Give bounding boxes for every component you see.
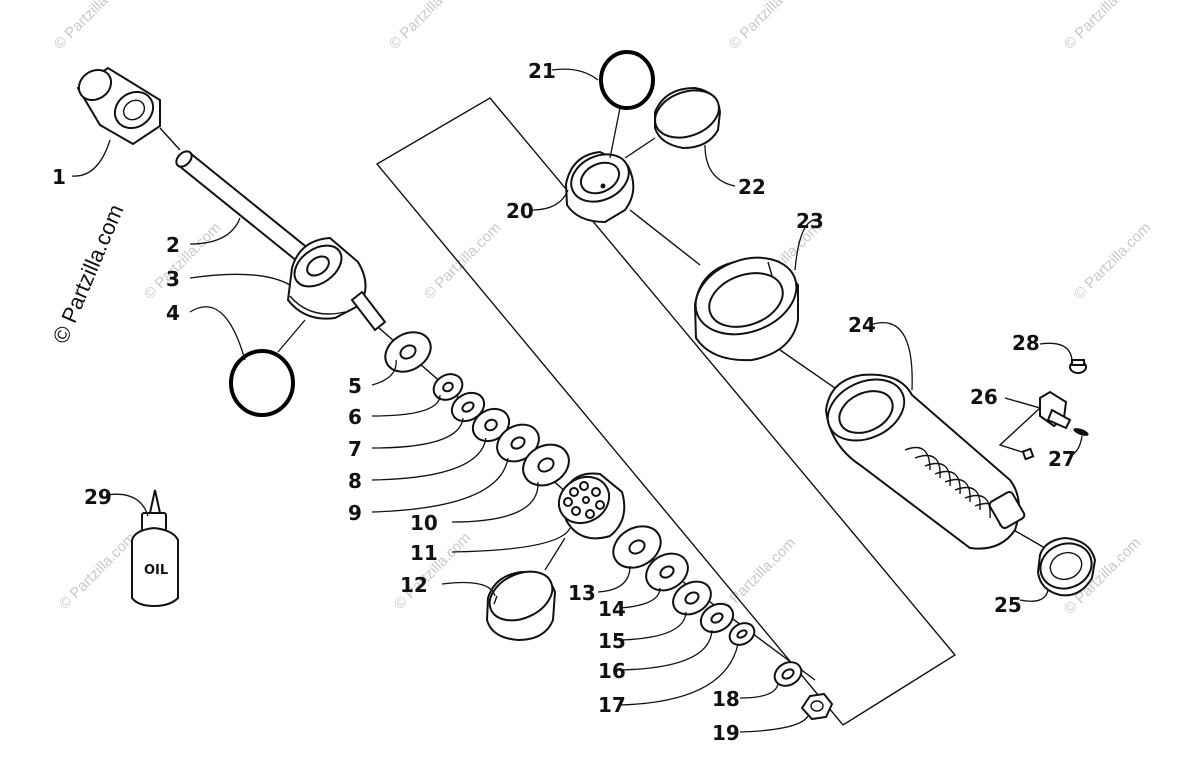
part-24-shock-body <box>824 373 1026 550</box>
watermark: © Partzilla.com <box>51 0 134 53</box>
callout-9: 9 <box>348 501 362 525</box>
watermark: © Partzilla.com <box>141 219 224 302</box>
callout-20: 20 <box>506 199 534 223</box>
callout-11: 11 <box>410 541 438 565</box>
callout-6: 6 <box>348 405 362 429</box>
part-20-seal-head <box>564 150 635 224</box>
callout-14: 14 <box>598 597 626 621</box>
callout-28: 28 <box>1012 331 1040 355</box>
group-outline <box>375 97 957 726</box>
callout-17: 17 <box>598 693 626 717</box>
callout-18: 18 <box>712 687 740 711</box>
part-14-washer <box>645 552 689 592</box>
watermark: © Partzilla.com <box>386 0 469 53</box>
leader-lines <box>71 68 1083 733</box>
callout-3: 3 <box>166 267 180 291</box>
part-3-shaft-head <box>286 236 387 332</box>
callout-5: 5 <box>348 374 362 398</box>
callout-22: 22 <box>738 175 766 199</box>
part-15-washer <box>672 580 712 616</box>
watermark: © Partzilla.com <box>1071 219 1154 302</box>
callout-4: 4 <box>166 301 180 325</box>
callout-1: 1 <box>52 165 66 189</box>
part-23-retainer <box>693 256 799 362</box>
watermark: © Partzilla.com <box>726 0 809 53</box>
part-9b-washer <box>522 443 570 487</box>
part-13-washer <box>612 525 662 569</box>
watermark: © Partzilla.com <box>56 529 139 612</box>
part-16-washer <box>699 602 735 634</box>
part-29-oil-bottle: OIL <box>131 489 179 608</box>
callout-10: 10 <box>410 511 438 535</box>
part-6-washer <box>432 373 464 401</box>
brand-text: © Partzilla.com <box>48 201 129 347</box>
callout-2: 2 <box>166 233 180 257</box>
part-11-piston <box>557 472 626 540</box>
part-27-valve-core <box>1073 428 1089 436</box>
callout-27: 27 <box>1048 447 1076 471</box>
oil-label: OIL <box>144 563 168 578</box>
part-26-valve <box>998 390 1072 461</box>
part-12-piston-band <box>485 570 557 642</box>
part-18-lock-washer <box>773 661 803 687</box>
callout-19: 19 <box>712 721 740 745</box>
callout-12: 12 <box>400 573 428 597</box>
watermark: © Partzilla.com <box>1061 0 1144 53</box>
callout-13: 13 <box>568 581 596 605</box>
part-21-o-ring <box>599 50 655 110</box>
part-7-washer <box>450 391 486 423</box>
part-25-bushing <box>1036 536 1097 597</box>
callout-25: 25 <box>994 593 1022 617</box>
callout-21: 21 <box>528 59 556 83</box>
callout-15: 15 <box>598 629 626 653</box>
part-28-screw <box>1069 359 1087 374</box>
callout-labels: 1 2 3 4 5 6 7 8 9 10 11 12 13 14 15 16 1… <box>52 59 1076 745</box>
part-1-bushing <box>76 66 161 146</box>
callout-8: 8 <box>348 469 362 493</box>
callout-24: 24 <box>848 313 876 337</box>
part-8-washer <box>471 407 511 443</box>
callout-23: 23 <box>796 209 824 233</box>
part-17-washer <box>728 622 756 646</box>
callout-16: 16 <box>598 659 626 683</box>
part-4-o-ring <box>229 349 295 417</box>
callout-29: 29 <box>84 485 112 509</box>
part-22-band <box>654 86 722 150</box>
callout-7: 7 <box>348 437 362 461</box>
callout-26: 26 <box>970 385 998 409</box>
part-19-nut <box>800 692 834 721</box>
